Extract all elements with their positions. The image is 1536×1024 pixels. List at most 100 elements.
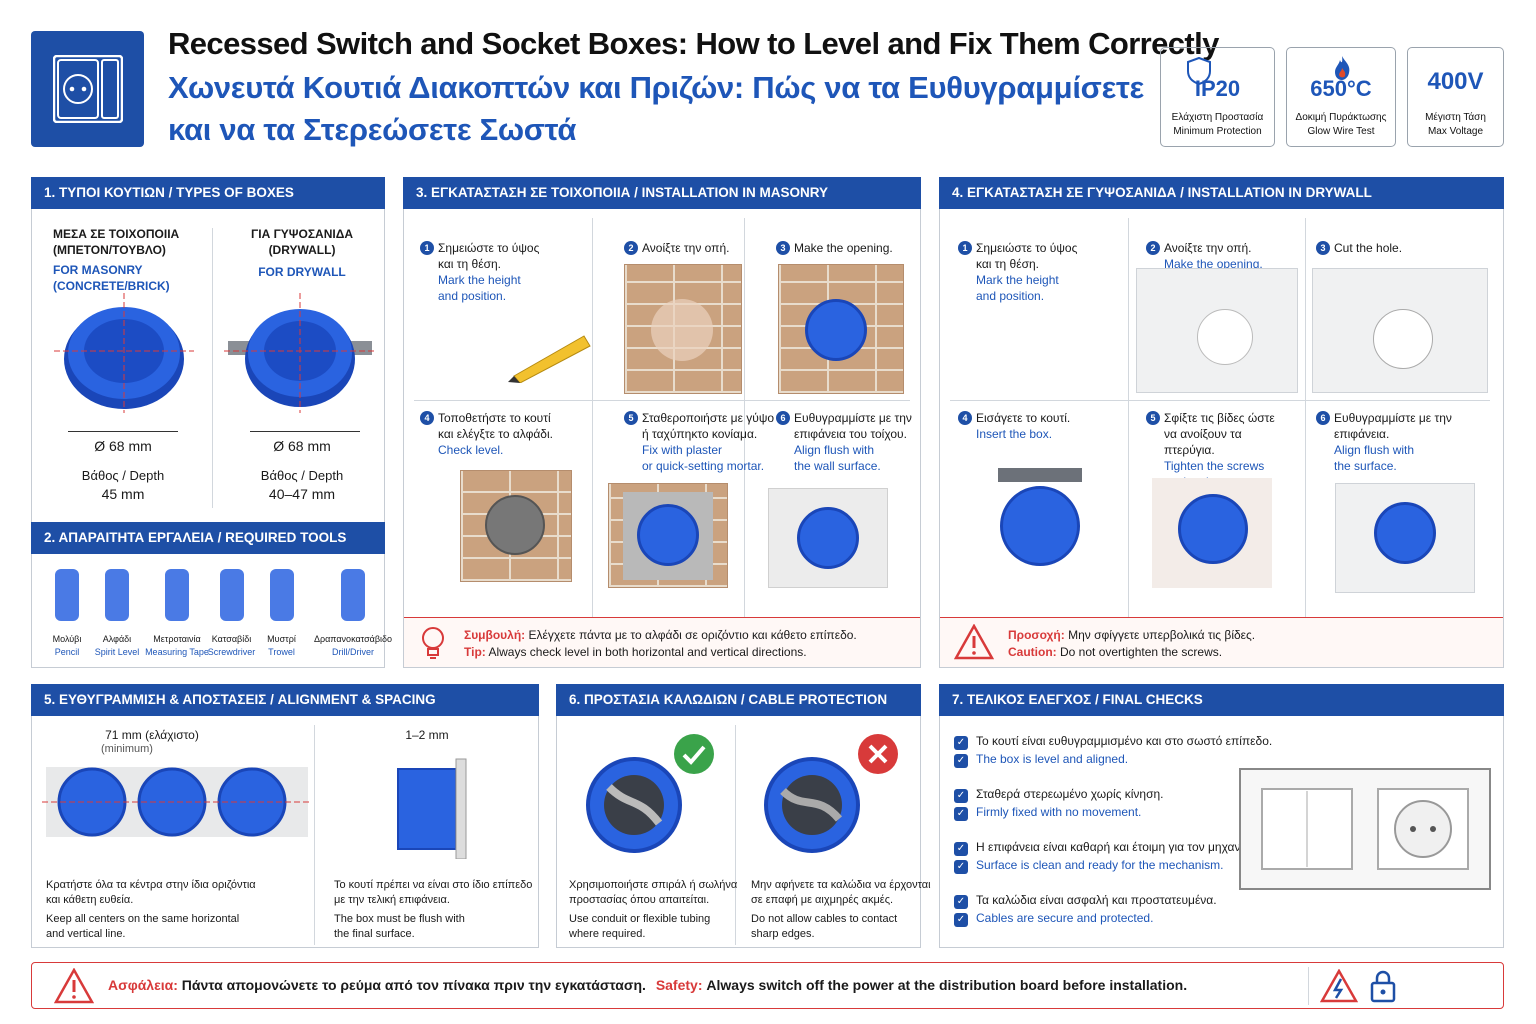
badge-label-en: Max Voltage <box>1427 126 1484 137</box>
tip-bar: Συμβουλή: Ελέγχετε πάντα με το αλφάδι σε… <box>404 617 920 667</box>
step-text-en1: Mark the height <box>976 273 1059 287</box>
step-text-en1: Check level. <box>438 443 504 457</box>
drywall-label-el-sub: (DRYWALL) <box>268 243 336 257</box>
section-title: 7. ΤΕΛΙΚΟΣ ΕΛΕΓΧΟΣ / FINAL CHECKS <box>939 684 1504 716</box>
check-text-el: Σταθερά στερεωμένο χωρίς κίνηση. <box>976 787 1164 801</box>
tool-label-el: Κατσαβίδι <box>211 634 252 644</box>
good-text-en: Use conduit or flexible tubing <box>569 913 711 925</box>
check-item-el: ✓Το κουτί είναι ευθυγραμμισμένο και στο … <box>954 733 1272 750</box>
step-number-badge: 1 <box>420 241 434 255</box>
page-title-el: Χωνευτά Κουτιά Διακοπτών και Πριζών: Πώς… <box>168 70 1144 147</box>
step-number-badge: 4 <box>420 411 434 425</box>
check-text-en: Cables are secure and protected. <box>976 911 1154 925</box>
checkbox-checked-icon: ✓ <box>954 789 968 803</box>
badge-label-el: Δοκιμή Πυράκτωσης <box>1295 112 1387 123</box>
step-number-badge: 5 <box>1146 411 1160 425</box>
flush-text-en: The box must be flush with <box>334 913 465 925</box>
drywall-label-el: ΓΙΑ ΓΥΨΟΣΑΝΙΔΑ <box>251 227 353 241</box>
section-box-types: 1. ΤΥΠΟΙ ΚΟΥΤΙΩΝ / TYPES OF BOXES ΜΕΣΑ Σ… <box>31 177 385 523</box>
tip-label-en: Tip: <box>464 645 486 659</box>
checkbox-checked-icon: ✓ <box>954 895 968 909</box>
step-text-en2: and position. <box>438 289 507 303</box>
tool-label-el: Μυστρί <box>267 634 296 644</box>
tool-label-en: Measuring Tape <box>145 647 209 657</box>
step-text-el2: επιφάνεια. <box>1334 427 1390 441</box>
caution-bar: Προσοχή: Μην σφίγγετε υπερβολικά τις βίδ… <box>940 617 1503 667</box>
section-title: 2. ΑΠΑΡΑΙΤΗΤΑ ΕΡΓΑΛΕΙΑ / REQUIRED TOOLS <box>31 522 385 554</box>
tool-label-en: Pencil <box>54 647 80 657</box>
section-drywall-install: 4. ΕΓΚΑΤΑΣΤΑΣΗ ΣΕ ΓΥΨΟΣΑΝΙΔΑ / INSTALLAT… <box>939 177 1504 668</box>
check-text-el: Η επιφάνεια είναι καθαρή και έτοιμη για … <box>976 840 1268 854</box>
section-title: 3. ΕΓΚΑΤΑΣΤΑΣΗ ΣΕ ΤΟΙΧΟΠΟΙΙΑ / INSTALLAT… <box>403 177 921 209</box>
step-line-1: Ανοίξτε την οπή. <box>1164 241 1252 255</box>
step-text-en1: Insert the box. <box>976 427 1053 441</box>
depth-label: Βάθος / Depth <box>260 468 344 483</box>
caution-text-en: Do not overtighten the screws. <box>1060 645 1223 659</box>
check-text-el: Τα καλώδια είναι ασφαλή και προστατευμέν… <box>976 893 1217 907</box>
step-line-1: Σημειώστε το ύψος <box>976 241 1078 255</box>
flush-text-el-2: με την τελική επιφάνεια. <box>334 894 450 906</box>
step-text-en2: the surface. <box>1334 459 1397 473</box>
trowel-icon <box>269 569 294 621</box>
step-text-el3: πτερύγια. <box>1164 443 1215 457</box>
section-masonry-install: 3. ΕΓΚΑΤΑΣΤΑΣΗ ΣΕ ΤΟΙΧΟΠΟΙΙΑ / INSTALLAT… <box>403 177 921 668</box>
check-text-en: The box is level and aligned. <box>976 752 1129 766</box>
tool-label-en: Spirit Level <box>94 647 140 657</box>
glow-wire-temp: 650°C <box>1310 76 1372 101</box>
safety-text-en: Always switch off the power at the distr… <box>706 977 1188 993</box>
step-text-en1: Align flush with <box>794 443 875 457</box>
section-title: 4. ΕΓΚΑΤΑΣΤΑΣΗ ΣΕ ΓΥΨΟΣΑΝΙΔΑ / INSTALLAT… <box>939 177 1504 209</box>
masonry-label-el: ΜΕΣΑ ΣΕ ΤΟΙΧΟΠΟΙΙΑ <box>53 227 180 241</box>
good-text-el: Χρησιμοποιήστε σπιράλ ή σωλήνα <box>569 879 738 891</box>
pencil-icon <box>55 569 79 621</box>
section-final-checks: 7. ΤΕΛΙΚΟΣ ΕΛΕΓΧΟΣ / FINAL CHECKS ✓Το κο… <box>939 684 1504 948</box>
step-number-badge: 6 <box>1316 411 1330 425</box>
check-item-el: ✓ Τα καλώδια είναι ασφαλή και προστατευμέ… <box>954 892 1217 909</box>
step-text-en2: and position. <box>976 289 1045 303</box>
cross-circle-icon <box>858 734 898 774</box>
step-text-el2: ή ταχύπηκτο κονίαμα. <box>642 427 758 441</box>
check-item-el: ✓ Σταθερά στερεωμένο χωρίς κίνηση. <box>954 786 1164 803</box>
flush-drywall-image <box>1335 483 1475 593</box>
safety-text-el: Πάντα απομονώνετε το ρεύμα από τον πίνακ… <box>181 977 646 993</box>
step-text-el2: και ελέγξτε το αλφάδι. <box>438 427 553 441</box>
step-number-badge: 5 <box>624 411 638 425</box>
bad-text-en: Do not allow cables to contact <box>751 913 898 925</box>
flush-dimension: 1–2 mm <box>405 728 449 742</box>
step-line-1: Σταθεροποιήστε με γύψο <box>642 411 775 425</box>
flush-box-image <box>768 488 888 588</box>
alignment-text-en-2: and vertical line. <box>46 928 126 940</box>
section-title: 1. ΤΥΠΟΙ ΚΟΥΤΙΩΝ / TYPES OF BOXES <box>31 177 385 209</box>
check-item-en: ✓The box is level and aligned. <box>954 751 1128 768</box>
step-line-1: Cut the hole. <box>1334 241 1403 255</box>
section-alignment: 5. ΕΥΘΥΓΡΑΜΜΙΣΗ & ΑΠΟΣΤΑΣΕΙΣ / ALIGNMENT… <box>31 684 539 948</box>
drywall-box-image <box>224 293 374 413</box>
step-line-1: Ευθυγραμμίστε με την <box>794 411 912 425</box>
finished-switch-socket-image <box>1239 768 1491 890</box>
tip-text-el: Ελέγχετε πάντα με το αλφάδι σε οριζόντιο… <box>528 628 857 642</box>
check-text-el: Το κουτί είναι ευθυγραμμισμένο και στο σ… <box>976 734 1273 748</box>
tool-label-en: Drill/Driver <box>332 647 374 657</box>
tool-label-el: Μολύβι <box>52 634 82 644</box>
step-text-el2: και τη θέση. <box>976 257 1039 271</box>
checkbox-checked-icon: ✓ <box>954 842 968 856</box>
step-number-badge: 2 <box>624 241 638 255</box>
drill-icon <box>341 569 365 621</box>
max-voltage: 400V <box>1427 68 1484 95</box>
warning-icon <box>954 624 994 660</box>
step-text-el2: επιφάνεια του τοίχου. <box>794 427 907 441</box>
flush-text-el: Το κουτί πρέπει να είναι στο ίδιο επίπεδ… <box>334 879 533 891</box>
caution-text-el: Μην σφίγγετε υπερβολικά τις βίδες. <box>1068 628 1256 642</box>
tool-label-en: Screwdriver <box>207 647 256 657</box>
badge-label-en: Minimum Protection <box>1173 126 1262 137</box>
section-title: 5. ΕΥΘΥΓΡΑΜΜΙΣΗ & ΑΠΟΣΤΑΣΕΙΣ / ALIGNMENT… <box>31 684 539 716</box>
tool-label-el: Αλφάδι <box>102 634 132 644</box>
check-text-en: Firmly fixed with no movement. <box>976 805 1142 819</box>
step-number-badge: 3 <box>776 241 790 255</box>
step-text-el: 5 Σταθεροποιήστε με γύψο <box>624 410 774 426</box>
